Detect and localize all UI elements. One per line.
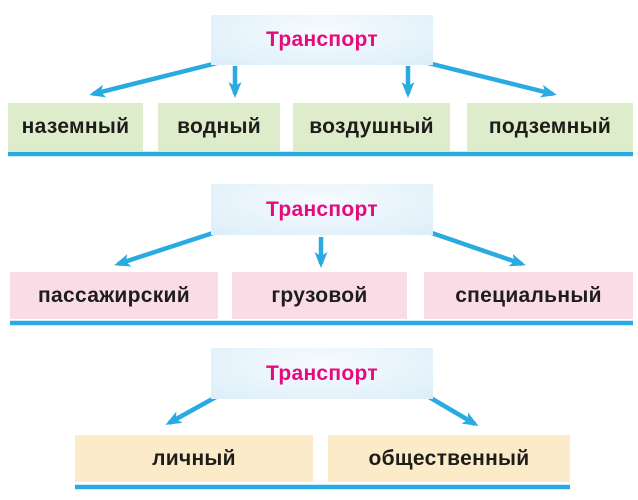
child-label: специальный	[455, 283, 602, 307]
connector-arrow	[165, 395, 218, 425]
child-box: специальный	[424, 272, 633, 319]
child-box: водный	[158, 103, 280, 151]
child-label: подземный	[488, 115, 612, 138]
root-label: Транспорт	[266, 361, 378, 385]
root-box: Транспорт	[211, 184, 433, 235]
root-box: Транспорт	[211, 15, 433, 65]
child-box: грузовой	[232, 272, 407, 319]
root-label: Транспорт	[266, 28, 378, 51]
connector-arrow	[114, 229, 217, 267]
child-label: общественный	[368, 446, 530, 470]
child-box: наземный	[8, 103, 143, 151]
connector-arrow	[427, 395, 479, 427]
connector-arrow	[427, 60, 557, 98]
child-box: воздушный	[293, 103, 450, 151]
child-label: личный	[152, 446, 236, 470]
connector-arrow	[89, 60, 218, 98]
child-label: грузовой	[271, 283, 368, 307]
child-label: водный	[177, 115, 261, 138]
root-box: Транспорт	[211, 348, 433, 399]
child-box: пассажирский	[10, 272, 218, 319]
child-box: общественный	[328, 435, 570, 482]
child-box: личный	[75, 435, 313, 482]
root-label: Транспорт	[266, 197, 378, 221]
child-box: подземный	[467, 103, 633, 151]
connector-arrow	[428, 229, 526, 267]
child-label: пассажирский	[38, 283, 190, 307]
child-label: наземный	[21, 115, 130, 138]
child-label: воздушный	[309, 115, 434, 138]
